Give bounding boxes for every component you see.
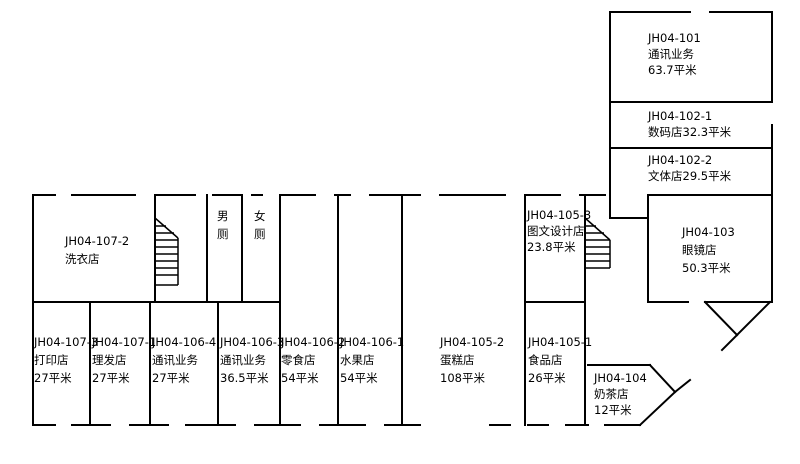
unit-label-line: 26平米 xyxy=(528,371,566,385)
unit-jh04-105-2[interactable]: JH04-105-2 蛋糕店 108平米 xyxy=(439,335,504,385)
unit-label-line: JH04-102-1 xyxy=(647,109,712,123)
unit-label-line: 54平米 xyxy=(281,371,319,385)
unit-label-line: 蛋糕店 xyxy=(440,353,475,367)
unit-label-line: 理发店 xyxy=(92,353,127,367)
unit-label-line: 图文设计店 xyxy=(527,224,585,238)
unit-label-line: JH04-106-3 xyxy=(219,335,284,349)
unit-jh04-107-1[interactable]: JH04-107-1 理发店 27平米 xyxy=(91,335,156,385)
unit-jh04-101[interactable]: JH04-101 通讯业务 63.7平米 xyxy=(647,31,701,77)
unit-label-line: JH04-106-4 xyxy=(151,335,216,349)
unit-jh04-106-2[interactable]: JH04-106-2 零食店 54平米 xyxy=(280,335,345,385)
unit-label-line: JH04-105-1 xyxy=(527,335,592,349)
unit-jh04-107-2[interactable]: JH04-107-2 洗衣店 xyxy=(64,234,129,266)
unit-label-line: 36.5平米 xyxy=(220,371,269,385)
unit-jh04-102-2[interactable]: JH04-102-2 文体店29.5平米 xyxy=(647,153,732,183)
unit-label-line: JH04-104 xyxy=(593,371,647,385)
unit-label-line: 女 xyxy=(254,209,266,223)
stairs-left xyxy=(154,217,179,286)
unit-jh04-105-1[interactable]: JH04-105-1 食品店 26平米 xyxy=(527,335,592,385)
unit-label-line: 63.7平米 xyxy=(648,63,697,77)
unit-label-line: 零食店 xyxy=(281,353,316,367)
unit-label-line: 23.8平米 xyxy=(527,240,576,254)
walls xyxy=(32,11,773,427)
unit-label-line: 洗衣店 xyxy=(65,252,100,266)
unit-label-line: 水果店 xyxy=(340,353,375,367)
toilet-men: 男厕 xyxy=(217,209,229,241)
unit-label-line: 27平米 xyxy=(152,371,190,385)
unit-label-line: 男 xyxy=(217,209,229,223)
unit-label-line: JH04-105-3 xyxy=(526,208,591,222)
unit-jh04-106-3[interactable]: JH04-106-3 通讯业务 36.5平米 xyxy=(219,335,284,385)
unit-label-line: JH04-106-2 xyxy=(280,335,345,349)
unit-jh04-105-3[interactable]: JH04-105-3 图文设计店 23.8平米 xyxy=(526,208,591,254)
unit-label-line: JH04-107-1 xyxy=(91,335,156,349)
unit-label-line: JH04-103 xyxy=(681,225,735,239)
unit-jh04-107-3[interactable]: JH04-107-3 打印店 27平米 xyxy=(33,335,98,385)
unit-label-line: JH04-102-2 xyxy=(647,153,712,167)
unit-label-line: 通讯业务 xyxy=(152,353,198,367)
unit-label-line: 食品店 xyxy=(528,353,563,367)
unit-jh04-104[interactable]: JH04-104 奶茶店 12平米 xyxy=(593,371,647,417)
unit-label-line: 108平米 xyxy=(440,371,485,385)
unit-label-line: JH04-101 xyxy=(647,31,701,45)
unit-label-line: 12平米 xyxy=(594,403,632,417)
unit-jh04-103[interactable]: JH04-103 眼镜店 50.3平米 xyxy=(681,225,735,275)
unit-label-line: 眼镜店 xyxy=(682,243,717,257)
unit-label-line: 厕 xyxy=(217,227,229,241)
unit-jh04-102-1[interactable]: JH04-102-1 数码店32.3平米 xyxy=(647,109,732,139)
unit-label-line: 27平米 xyxy=(92,371,130,385)
stairs-right xyxy=(584,217,611,269)
unit-label-line: JH04-107-3 xyxy=(33,335,98,349)
unit-label-line: JH04-107-2 xyxy=(64,234,129,248)
unit-label-line: 通讯业务 xyxy=(648,47,694,61)
unit-label-line: 打印店 xyxy=(34,353,69,367)
unit-label-line: 54平米 xyxy=(340,371,378,385)
unit-label-line: 通讯业务 xyxy=(220,353,266,367)
unit-label-line: 50.3平米 xyxy=(682,261,731,275)
unit-jh04-106-4[interactable]: JH04-106-4 通讯业务 27平米 xyxy=(151,335,216,385)
unit-label-line: 奶茶店 xyxy=(594,387,629,401)
unit-label-line: 文体店29.5平米 xyxy=(648,169,732,183)
unit-labels: JH04-101 通讯业务 63.7平米 JH04-102-1 数码店32.3平米 J… xyxy=(33,31,735,417)
toilet-women: 女厕 xyxy=(254,209,266,241)
unit-label-line: JH04-106-1 xyxy=(339,335,404,349)
unit-label-line: 厕 xyxy=(254,227,266,241)
unit-label-line: 27平米 xyxy=(34,371,72,385)
unit-label-line: 数码店32.3平米 xyxy=(648,125,732,139)
unit-label-line: JH04-105-2 xyxy=(439,335,504,349)
unit-jh04-106-1[interactable]: JH04-106-1 水果店 54平米 xyxy=(339,335,404,385)
